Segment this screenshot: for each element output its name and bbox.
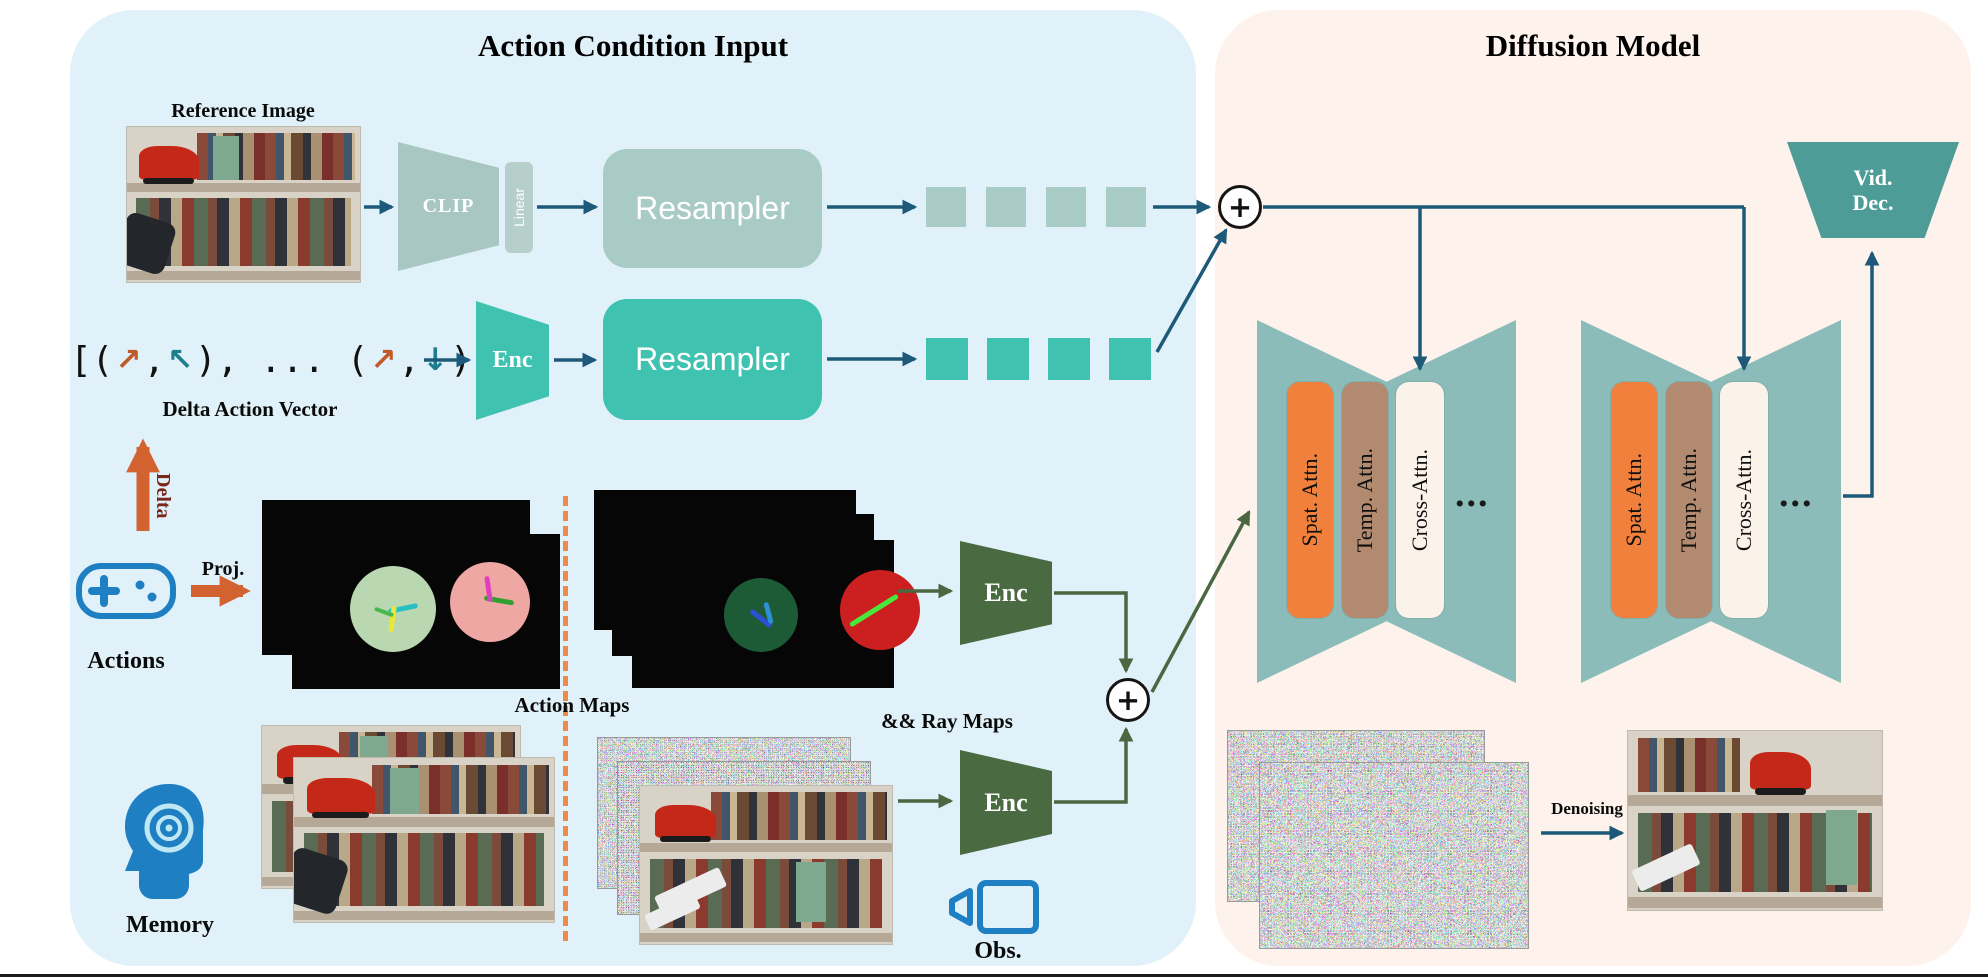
dashed-separator	[563, 496, 568, 941]
temporal-attention-label: Temp. Attn.	[1352, 447, 1377, 553]
left-panel-title: Action Condition Input	[477, 28, 789, 63]
resampler-image-block: Resampler	[603, 149, 822, 268]
shelf-board	[127, 271, 360, 281]
axis-line	[848, 593, 900, 628]
vid-dec-label-line1: Vid.	[1853, 164, 1893, 190]
green-book	[796, 861, 827, 922]
action-arrow-icon: ↖	[167, 342, 194, 378]
shelf-board	[1628, 795, 1882, 807]
cross-attention-label: Cross-Attn.	[1731, 448, 1756, 552]
temporal-attention-label: Temp. Attn.	[1676, 447, 1701, 553]
sum-node-maps: +	[1106, 678, 1150, 722]
action-encoder-block: Enc	[476, 301, 549, 420]
memory-head-icon	[125, 784, 204, 899]
vector-mid: ), ... (	[195, 339, 369, 381]
plus-sign: +	[1115, 683, 1141, 717]
temporal-attention-pill: Temp. Attn.	[1666, 382, 1712, 618]
image-token	[926, 187, 966, 227]
actions-label: Actions	[87, 648, 165, 674]
sum-node-top: +	[1218, 185, 1262, 229]
shelf-board	[1628, 897, 1882, 909]
shelf-board	[127, 182, 360, 193]
action-token	[926, 338, 968, 380]
clip-encoder-block: CLIP	[398, 142, 499, 271]
action-map-circle-pink	[450, 562, 530, 642]
noise-texture	[1260, 763, 1528, 948]
action-arrow-icon: ↓	[422, 342, 449, 378]
enc-label: Enc	[984, 787, 1028, 817]
proj-label: Proj.	[201, 558, 245, 580]
enc-label: Enc	[492, 347, 533, 373]
enc-label: Enc	[984, 578, 1028, 607]
book-row	[710, 792, 887, 840]
figure-bottom-rule	[0, 974, 1988, 977]
toy-car	[307, 777, 375, 819]
ray-map-circle-red	[840, 570, 920, 650]
spatial-attention-label: Spat. Attn.	[1297, 453, 1322, 547]
toy-car	[1749, 752, 1811, 795]
vector-comma: ,	[398, 339, 421, 381]
action-token	[987, 338, 1029, 380]
linear-block: Linear	[505, 162, 533, 253]
spatial-attention-pill: Spat. Attn.	[1611, 382, 1657, 618]
ray-maps-label: && Ray Maps	[881, 709, 1013, 733]
spatial-attention-label: Spat. Attn.	[1621, 453, 1646, 547]
obs-encoder-block: Enc	[960, 750, 1052, 855]
temporal-attention-pill: Temp. Attn.	[1342, 382, 1388, 618]
ellipsis: ...	[1455, 473, 1490, 515]
gamepad-icon	[76, 563, 176, 619]
ellipsis: ...	[1779, 473, 1814, 515]
denoising-label: Denoising	[1551, 799, 1623, 818]
action-arrow-icon: ↗	[115, 342, 142, 378]
action-map-frame-front	[292, 534, 560, 689]
cross-attention-label: Cross-Attn.	[1407, 448, 1432, 552]
image-token	[1046, 187, 1086, 227]
image-token	[1106, 187, 1146, 227]
clip-label: CLIP	[422, 195, 475, 217]
shelf-board	[640, 932, 892, 943]
action-map-circle-green	[350, 566, 436, 652]
cross-attention-pill: Cross-Attn.	[1720, 382, 1768, 618]
resampler-action-label: Resampler	[635, 341, 790, 377]
resampler-image-label: Resampler	[635, 190, 790, 226]
reference-image-label: Reference Image	[171, 100, 315, 122]
plus-sign: +	[1227, 190, 1253, 224]
right-panel-title: Diffusion Model	[1485, 28, 1701, 63]
denoised-photo	[1628, 731, 1882, 910]
memory-photo-front	[294, 758, 554, 922]
delta-label: Delta	[152, 473, 174, 519]
resampler-action-block: Resampler	[603, 299, 822, 420]
cross-attention-pill: Cross-Attn.	[1396, 382, 1444, 618]
obs-label: Obs.	[974, 938, 1022, 964]
green-book	[213, 136, 239, 180]
action-arrow-icon: ↗	[370, 342, 397, 378]
image-token	[986, 187, 1026, 227]
ray-map-frame-front	[632, 540, 920, 688]
shelf-board	[294, 910, 554, 921]
toy-car	[655, 804, 716, 843]
linear-label: Linear	[511, 188, 527, 227]
shelf-board	[294, 817, 554, 827]
vector-open: [(	[70, 339, 114, 381]
green-book	[1826, 809, 1857, 885]
noisy-latent-front	[1260, 763, 1528, 948]
book-row	[1638, 738, 1740, 792]
shelf-board	[640, 842, 892, 853]
green-book	[390, 767, 419, 814]
vector-comma: ,	[143, 339, 166, 381]
action-token	[1109, 338, 1151, 380]
action-maps-label: Action Maps	[514, 693, 630, 717]
delta-action-vector-label: Delta Action Vector	[162, 397, 338, 421]
observation-photo-front	[640, 786, 892, 944]
action-token	[1048, 338, 1090, 380]
reference-image-photo	[127, 127, 360, 282]
ray-map-circle-green	[724, 578, 798, 652]
memory-label: Memory	[126, 912, 214, 938]
delta-action-vector-expression: [(↗,↖), ... (↗,↓)]	[70, 334, 493, 386]
camera-icon	[949, 880, 1039, 934]
spatial-attention-pill: Spat. Attn.	[1287, 382, 1333, 618]
vid-dec-label-line2: Dec.	[1852, 190, 1894, 215]
toy-car	[138, 145, 200, 184]
